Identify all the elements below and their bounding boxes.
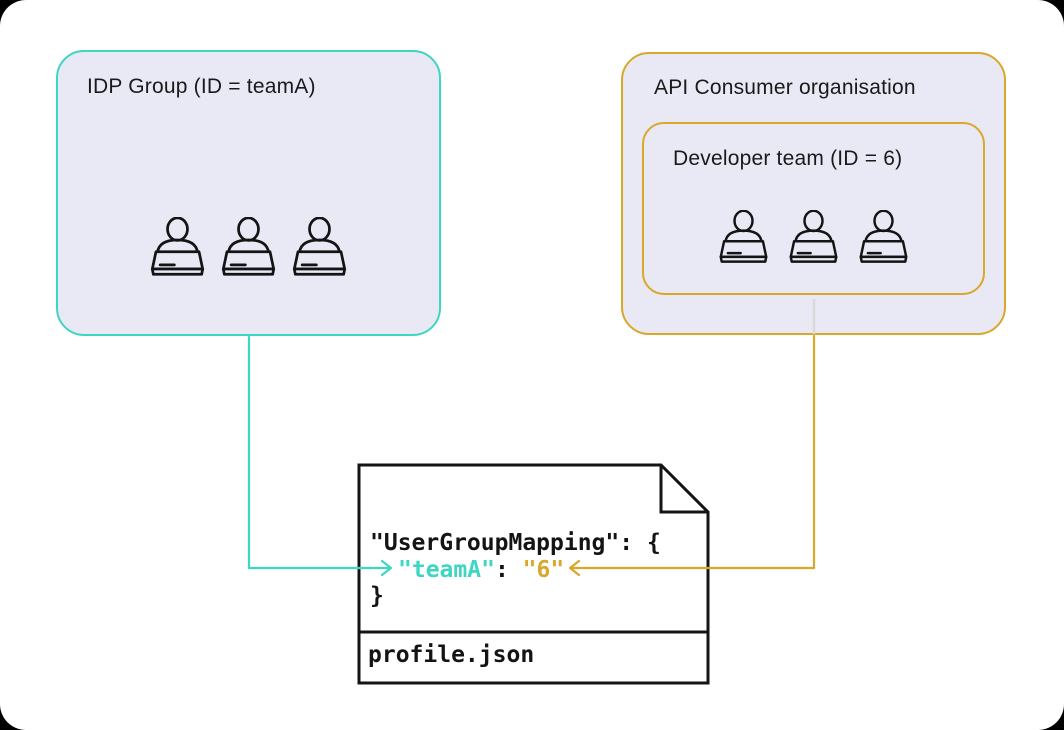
code-line-mapping: "teamA": "6" [398,556,564,584]
person-laptop-icon [715,210,772,264]
idp-group-title: IDP Group (ID = teamA) [87,75,316,98]
person-laptop-icon [146,217,209,277]
api-consumer-org-title: API Consumer organisation [654,76,916,99]
developer-team-box: Developer team (ID = 6) [642,122,985,295]
developer-team-members [644,210,983,264]
code-line-close: } [370,583,384,609]
person-laptop-icon [855,210,912,264]
mapping-key: "teamA" [398,557,495,583]
person-laptop-icon [288,217,351,277]
idp-group-members [58,217,439,277]
person-laptop-icon [785,210,842,264]
idp-group-box: IDP Group (ID = teamA) [56,50,441,336]
mapping-separator: : [494,557,523,583]
developer-team-title: Developer team (ID = 6) [673,147,903,170]
mapping-value: "6" [522,557,565,583]
code-line-open: "UserGroupMapping": { [370,530,661,556]
person-laptop-icon [217,217,280,277]
profile-filename-label: profile.json [368,642,535,668]
api-consumer-org-box: API Consumer organisation Developer team… [621,52,1006,335]
